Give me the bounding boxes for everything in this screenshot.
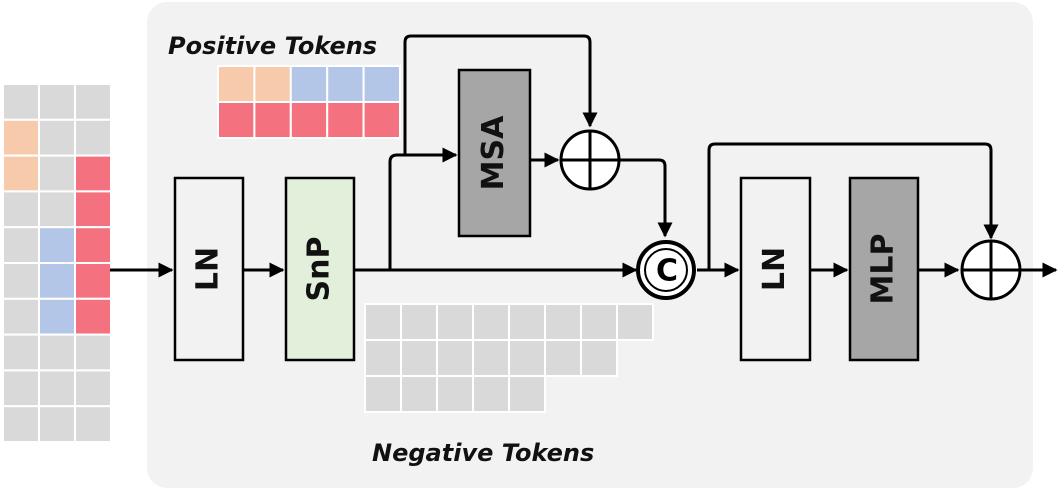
negative-token-gray bbox=[472, 375, 510, 413]
concat-operator: C bbox=[636, 240, 696, 300]
msa-block: MSA bbox=[457, 68, 532, 238]
input-token-gray bbox=[38, 405, 76, 444]
negative-token-gray bbox=[364, 375, 402, 413]
input-token-orange bbox=[2, 118, 40, 157]
negative-token-gray bbox=[364, 339, 402, 377]
negative-token-gray bbox=[436, 303, 474, 341]
input-token-gray bbox=[2, 226, 40, 264]
negative-token-gray bbox=[616, 303, 654, 341]
input-token-red bbox=[74, 262, 112, 300]
positive-token-blue bbox=[326, 65, 365, 103]
input-token-gray bbox=[2, 262, 40, 300]
negative-token-gray bbox=[580, 303, 618, 341]
positive-token-grid bbox=[217, 65, 402, 139]
svg-text:MLP: MLP bbox=[866, 234, 901, 305]
negative-token-gray bbox=[508, 375, 546, 413]
negative-token-gray bbox=[472, 339, 510, 377]
svg-text:MSA: MSA bbox=[476, 115, 511, 190]
input-token-gray bbox=[38, 83, 76, 121]
input-token-red bbox=[74, 190, 112, 229]
negative-token-gray bbox=[436, 375, 474, 413]
svg-text:LN: LN bbox=[757, 247, 792, 291]
input-token-red bbox=[74, 226, 112, 264]
snp-block: SnP bbox=[284, 176, 356, 362]
positive-token-orange bbox=[253, 65, 292, 103]
positive-token-red bbox=[326, 101, 365, 139]
input-token-gray bbox=[74, 405, 112, 444]
add-operator-mlp bbox=[960, 239, 1022, 301]
negative-token-gray bbox=[400, 375, 438, 413]
negative-token-gray bbox=[436, 339, 474, 377]
input-token-gray bbox=[2, 333, 40, 372]
input-token-red bbox=[74, 297, 112, 336]
negative-tokens-caption: Negative Tokens bbox=[372, 439, 594, 467]
negative-token-gray bbox=[544, 339, 582, 377]
input-token-gray bbox=[38, 369, 76, 408]
input-token-blue bbox=[38, 262, 76, 300]
negative-token-gray bbox=[400, 339, 438, 377]
svg-text:LN: LN bbox=[191, 247, 226, 291]
mlp-block: MLP bbox=[848, 176, 920, 362]
ln-block-2: LN bbox=[739, 176, 812, 362]
negative-token-gray bbox=[400, 303, 438, 341]
negative-token-grid bbox=[364, 303, 654, 413]
positive-tokens-caption: Positive Tokens bbox=[168, 32, 377, 60]
concat-symbol: C bbox=[656, 254, 678, 289]
input-token-gray bbox=[38, 190, 76, 229]
negative-token-gray bbox=[580, 339, 618, 377]
input-token-gray bbox=[74, 118, 112, 157]
positive-token-blue bbox=[289, 65, 329, 103]
input-token-orange bbox=[2, 154, 40, 193]
positive-token-red bbox=[253, 101, 292, 139]
input-token-blue bbox=[38, 226, 76, 264]
svg-text:SnP: SnP bbox=[302, 237, 337, 302]
positive-token-red bbox=[289, 101, 329, 139]
input-token-gray bbox=[74, 333, 112, 372]
negative-token-gray bbox=[508, 303, 546, 341]
input-token-gray bbox=[2, 83, 40, 121]
positive-token-red bbox=[217, 101, 256, 139]
connection-wires bbox=[110, 34, 1058, 278]
input-token-gray bbox=[2, 297, 40, 336]
negative-token-gray bbox=[472, 303, 510, 341]
input-token-gray bbox=[74, 369, 112, 408]
input-token-gray bbox=[2, 369, 40, 408]
input-token-red bbox=[74, 154, 112, 193]
input-token-gray bbox=[2, 405, 40, 444]
input-token-gray bbox=[38, 118, 76, 157]
input-token-blue bbox=[38, 297, 76, 336]
negative-token-gray bbox=[508, 339, 546, 377]
negative-token-gray bbox=[364, 303, 402, 341]
positive-token-red bbox=[362, 101, 402, 139]
input-token-gray bbox=[74, 83, 112, 121]
input-token-grid bbox=[2, 83, 112, 444]
positive-token-orange bbox=[217, 65, 256, 103]
add-operator-msa bbox=[559, 129, 621, 191]
input-token-gray bbox=[2, 190, 40, 229]
ln-block-1: LN bbox=[173, 176, 245, 362]
input-token-gray bbox=[38, 333, 76, 372]
positive-token-blue bbox=[362, 65, 402, 103]
negative-token-gray bbox=[544, 303, 582, 341]
input-token-gray bbox=[38, 154, 76, 193]
